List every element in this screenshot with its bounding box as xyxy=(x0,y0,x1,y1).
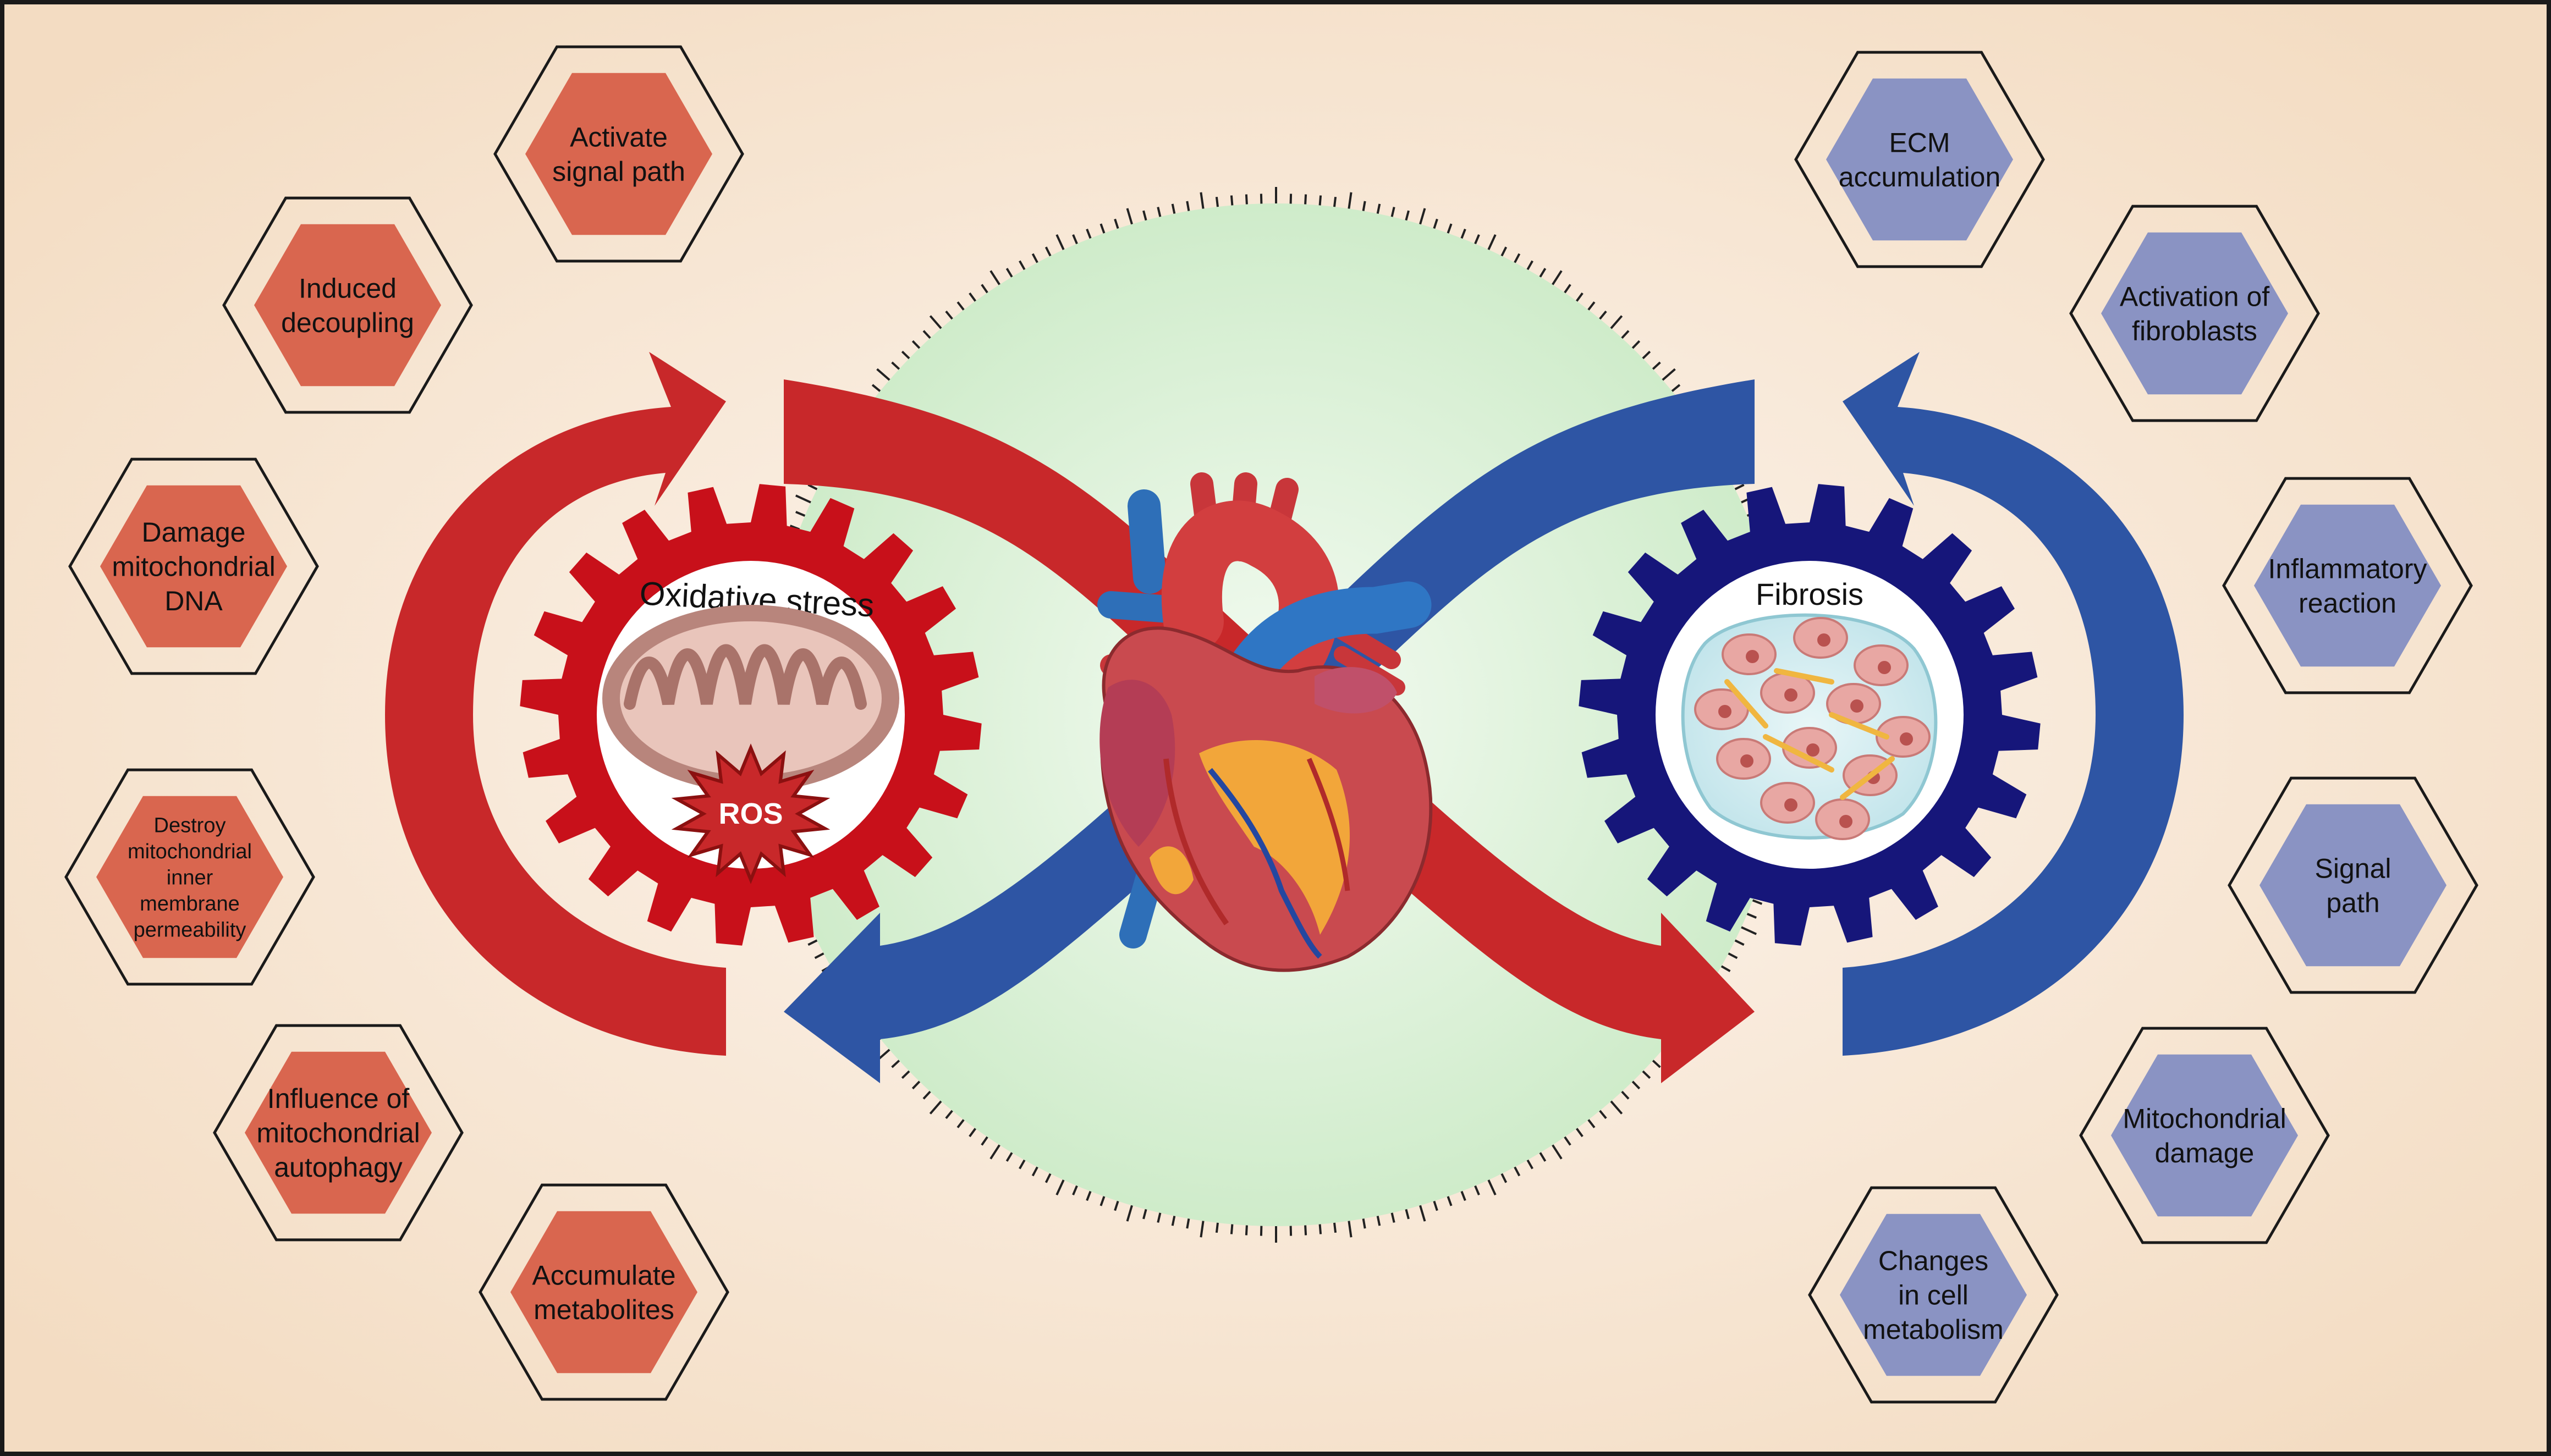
hexagon-label-line: permeability xyxy=(134,918,246,941)
tissue-nucleus xyxy=(1839,815,1852,828)
blue-cycle-arrow xyxy=(1843,352,2184,1056)
red-cycle-arrow xyxy=(385,352,726,1056)
hexagon-label-line: mitochondrial xyxy=(256,1118,420,1149)
hexagon-outline xyxy=(68,457,319,675)
hexagon-label-line: accumulation xyxy=(1839,162,2001,192)
hexagon-label-line: signal path xyxy=(552,156,685,187)
hexagon-label-line: damage xyxy=(2155,1138,2255,1168)
hexagon-fill xyxy=(1840,1214,2027,1376)
hexagon-label-line: membrane xyxy=(140,892,240,915)
hexagon-label-line: Mitochondrial xyxy=(2123,1103,2286,1134)
tissue-nucleus xyxy=(1784,798,1797,812)
hexagon-outline xyxy=(2079,1027,2330,1244)
right-hexagon-5: Mitochondrial damage xyxy=(2079,1027,2330,1244)
hexagon-label-line: decoupling xyxy=(281,307,414,338)
hexagon-label-line: ECM xyxy=(1889,127,1950,158)
hexagon-label-line: Influence of xyxy=(267,1083,410,1114)
right-hexagon-2: Activation of fibroblasts xyxy=(2069,205,2320,422)
hexagon-label-line: Changes xyxy=(1878,1245,1988,1276)
hexagon-fill xyxy=(2111,1054,2298,1217)
hexagon-label-line: Induced xyxy=(299,273,397,304)
hexagon-fill xyxy=(525,73,712,235)
hexagon-label-line: mitochondrial xyxy=(128,840,252,863)
hexagon-label-line: mitochondrial xyxy=(112,551,275,582)
hexagon-label-line: Damage xyxy=(142,517,246,548)
tissue-nucleus xyxy=(1817,633,1830,647)
collagen-fiber xyxy=(1763,734,1834,773)
collagen-fiber xyxy=(1829,712,1889,740)
hexagon-fill xyxy=(254,224,441,387)
hexagon-label-line: in cell xyxy=(1898,1280,1969,1311)
hexagon-fill xyxy=(510,1211,697,1374)
tissue-nucleus xyxy=(1740,754,1753,768)
left-hexagon-6: Accumulate metabolites xyxy=(479,1183,729,1401)
hexagon-outline xyxy=(1794,51,2045,268)
tissue-nucleus xyxy=(1900,732,1913,746)
hexagon-outline xyxy=(479,1183,729,1401)
ros-badge: ROS xyxy=(718,797,783,830)
hexagon-label-line: path xyxy=(2326,887,2379,918)
hexagon-label-line: metabolites xyxy=(534,1294,674,1325)
hexagon-fill xyxy=(2259,804,2446,967)
hexagon-label-line: DNA xyxy=(164,586,223,616)
oxidative-stress-gear: Oxidative stress ROS xyxy=(520,484,982,946)
hexagon-outline xyxy=(1808,1186,2059,1404)
hexagon-label-line: Destroy xyxy=(154,814,226,837)
hexagon-label-line: reaction xyxy=(2299,588,2396,619)
collagen-fiber xyxy=(1774,668,1834,685)
hexagon-fill xyxy=(2101,232,2288,395)
fibrotic-tissue-icon xyxy=(1681,613,1938,840)
hexagon-fill xyxy=(2254,504,2441,667)
tissue-nucleus xyxy=(1878,661,1891,674)
heart-icon xyxy=(1097,472,1433,972)
fibrosis-label: Fibrosis xyxy=(1756,577,1863,611)
collagen-fiber xyxy=(1840,756,1895,800)
hexagon-outline xyxy=(213,1024,464,1242)
ros-burst-icon: ROS xyxy=(671,743,831,884)
fibrosis-gear: Fibrosis xyxy=(1579,484,2041,946)
right-hexagon-1: ECM accumulation xyxy=(1794,51,2045,268)
right-hexagon-3: Inflammatory reaction xyxy=(2222,477,2473,694)
hexagon-fill xyxy=(1826,78,2013,241)
hexagon-label-line: Signal xyxy=(2315,853,2391,884)
hexagon-label-line: inner xyxy=(167,866,213,889)
tissue-nucleus xyxy=(1784,688,1797,702)
hexagon-outline xyxy=(64,768,315,986)
hexagon-outline xyxy=(222,196,473,414)
tissue-nucleus xyxy=(1746,650,1759,663)
hexagon-outline xyxy=(493,45,744,263)
left-hexagon-list: Activate signal pathInduceddecouplingDama… xyxy=(64,45,744,1401)
collagen-fiber xyxy=(1724,679,1768,729)
hexagon-outline xyxy=(2069,205,2320,422)
left-hexagon-1: Activate signal path xyxy=(493,45,744,263)
hexagon-fill xyxy=(100,485,287,648)
tissue-nucleus xyxy=(1718,705,1731,718)
hexagon-label-line: Inflammatory xyxy=(2268,553,2427,584)
hexagon-outline xyxy=(2222,477,2473,694)
hexagon-outline xyxy=(2228,776,2478,994)
hexagon-label-line: fibroblasts xyxy=(2132,316,2257,346)
hexagon-fill xyxy=(96,796,283,958)
left-hexagon-4: Destroy mitochondrial inner membrane permeab… xyxy=(64,768,315,986)
tissue-nucleus xyxy=(1806,743,1819,757)
hexagon-label-line: Activate xyxy=(570,122,668,152)
hexagon-label-line: metabolism xyxy=(1863,1314,2004,1345)
hexagon-label-line: autophagy xyxy=(274,1152,403,1183)
hexagon-label-line: Activation of xyxy=(2120,281,2269,312)
hexagon-fill xyxy=(245,1051,432,1214)
hexagon-label-line: Accumulate xyxy=(532,1260,675,1290)
tissue-nucleus xyxy=(1850,699,1863,713)
mitochondrion-icon xyxy=(602,605,899,792)
